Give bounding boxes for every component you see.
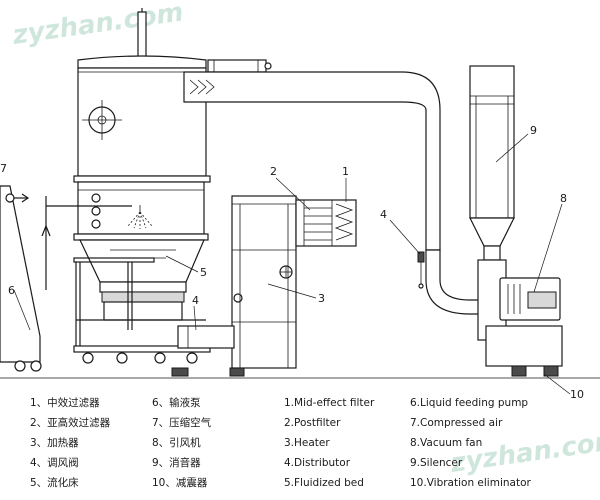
exhaust-duct bbox=[183, 59, 483, 315]
watermark-bottom: zyzhan.com bbox=[448, 425, 600, 479]
callout-1: 1 bbox=[342, 165, 349, 178]
silencer-cone bbox=[469, 217, 515, 247]
frame-top-rail bbox=[73, 257, 155, 263]
legend-en-10: 10.Vibration eliminator bbox=[410, 477, 532, 489]
legend-en-4: 4.Distributor bbox=[284, 457, 351, 469]
wheel-2 bbox=[116, 352, 128, 364]
fan-damper-2 bbox=[543, 365, 559, 377]
legend-zh-2: 2、亚高效过滤器 bbox=[30, 416, 111, 429]
silencer-body bbox=[469, 65, 515, 219]
legend-zh-3: 3、加热器 bbox=[30, 436, 79, 449]
fan-base bbox=[485, 325, 563, 367]
silencer bbox=[469, 65, 515, 261]
callout-10: 10 bbox=[570, 388, 584, 401]
legend-chinese: 1、中效过滤器 2、亚高效过滤器 3、加热器 4、调风阀 5、流化床 6、输液泵… bbox=[30, 396, 212, 489]
leader-lines bbox=[13, 133, 571, 395]
filter-housing bbox=[295, 199, 357, 247]
tower-dome bbox=[77, 55, 207, 69]
legend-zh-9: 9、消音器 bbox=[152, 456, 201, 469]
pump-cart bbox=[0, 185, 41, 363]
legend-en-8: 8.Vacuum fan bbox=[410, 437, 482, 449]
legend-zh-6: 6、输液泵 bbox=[152, 396, 201, 409]
legend-zh-7: 7、压缩空气 bbox=[152, 416, 212, 429]
hot-air-duct bbox=[177, 325, 235, 349]
legend-en-1: 1.Mid-effect filter bbox=[284, 397, 375, 409]
legend-en-2: 2.Postfilter bbox=[284, 417, 341, 429]
air-distributor-plate bbox=[101, 291, 185, 303]
callout-5: 5 bbox=[200, 266, 207, 279]
callout-4b: 4 bbox=[192, 294, 199, 307]
watermark-top: zyzhan.com bbox=[10, 0, 186, 51]
tower-foot bbox=[171, 367, 189, 377]
vacuum-fan bbox=[477, 259, 563, 377]
legend-zh-5: 5、流化床 bbox=[30, 476, 79, 489]
legend-en-5: 5.Fluidized bed bbox=[284, 477, 364, 489]
legend-english: 1.Mid-effect filter 2.Postfilter 3.Heate… bbox=[284, 397, 532, 489]
callout-2: 2 bbox=[270, 165, 277, 178]
compressed-air-inlet bbox=[5, 193, 15, 203]
flange-band-2 bbox=[73, 233, 209, 241]
flange-band-1 bbox=[73, 175, 211, 183]
fluidized-bed-cone bbox=[79, 239, 205, 283]
fluid-bed-tower bbox=[73, 8, 245, 377]
legend-zh-4: 4、调风阀 bbox=[30, 456, 79, 469]
callout-4a: 4 bbox=[380, 208, 387, 221]
fan-motor-cap bbox=[527, 291, 557, 309]
callout-8: 8 bbox=[560, 192, 567, 205]
pump-wheel-2 bbox=[30, 360, 42, 372]
legend-zh-1: 1、中效过滤器 bbox=[30, 396, 100, 409]
legend-en-6: 6.Liquid feeding pump bbox=[410, 397, 528, 409]
callout-6: 6 bbox=[8, 284, 15, 297]
silencer-neck bbox=[483, 245, 501, 261]
fan-damper-1 bbox=[511, 365, 527, 377]
legend-en-9: 9.Silencer bbox=[410, 457, 463, 469]
callout-7: 7 bbox=[0, 162, 7, 175]
feeding-pump bbox=[0, 185, 132, 372]
air-damper bbox=[417, 251, 425, 263]
legend-en-7: 7.Compressed air bbox=[410, 417, 503, 429]
callout-9: 9 bbox=[530, 124, 537, 137]
heater-foot bbox=[229, 367, 245, 377]
wheel-1 bbox=[82, 352, 94, 364]
base-platform bbox=[73, 345, 211, 353]
product-container-rim bbox=[99, 281, 187, 293]
legend-zh-8: 8、引风机 bbox=[152, 436, 201, 449]
legend-en-3: 3.Heater bbox=[284, 437, 330, 449]
callout-3: 3 bbox=[318, 292, 325, 305]
product-bowl bbox=[103, 301, 183, 321]
exhaust-valve-actuator bbox=[207, 59, 267, 73]
fan-inlet-elbow bbox=[425, 249, 483, 315]
callout-numbers: 1 2 3 4 5 6 7 8 9 10 4 bbox=[0, 124, 584, 401]
heater-cabinet bbox=[177, 195, 357, 369]
tower-shaft bbox=[137, 11, 147, 63]
wheel-3 bbox=[154, 352, 166, 364]
pump-wheel-1 bbox=[14, 360, 26, 372]
wheel-4 bbox=[186, 352, 198, 364]
heater-frame bbox=[231, 195, 297, 369]
legend-zh-10: 10、减震器 bbox=[152, 477, 208, 489]
